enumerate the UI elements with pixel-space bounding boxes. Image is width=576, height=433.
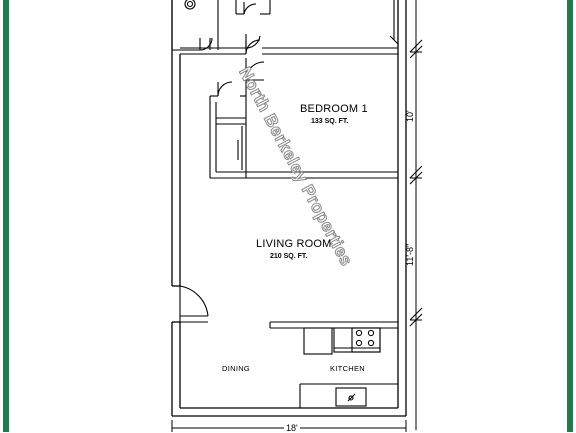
bedroom-depth-dimension: 10' [405, 110, 415, 122]
bedroom-area: 133 SQ. FT. [311, 118, 349, 125]
living-room-label: LIVING ROOM [256, 238, 332, 250]
entry-door [179, 285, 209, 323]
bedroom-label: BEDROOM 1 [300, 103, 368, 115]
kitchen-label: KITCHEN [330, 364, 366, 373]
living-depth-dimension: 11'-8" [405, 243, 415, 266]
exterior-walls [171, 0, 407, 417]
kitchen-counter [269, 321, 398, 408]
dining-label: DINING [222, 364, 251, 373]
bedroom-walls [209, 58, 398, 179]
stove-burners [355, 329, 375, 347]
dimension-line-right [409, 0, 423, 430]
width-dimension: 18' [284, 423, 300, 433]
living-room-area: 210 SQ. FT. [270, 253, 308, 260]
page-border [3, 0, 573, 432]
upper-closets [171, 0, 399, 55]
